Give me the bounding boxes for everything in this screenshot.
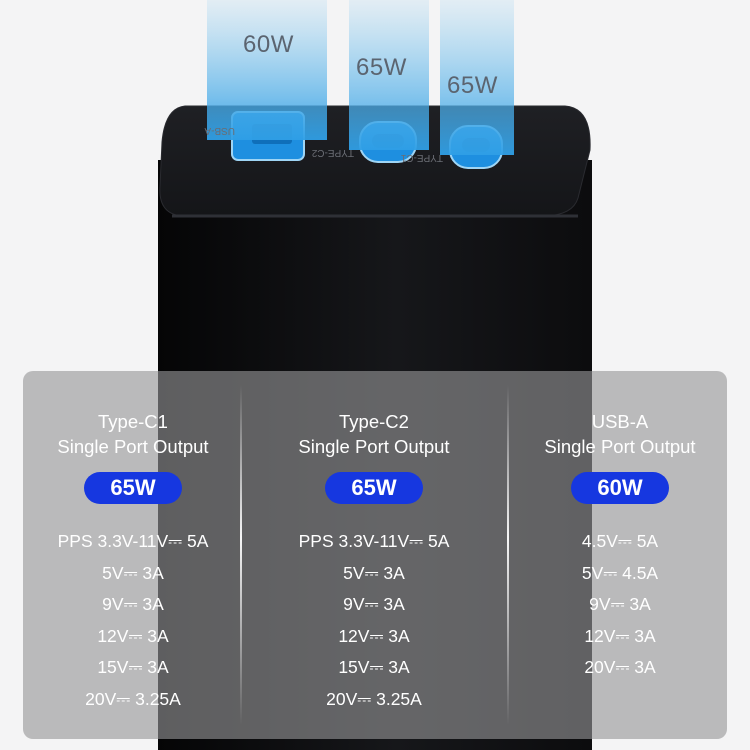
power-badge: 60W [571, 472, 669, 504]
beam-usb-a [207, 0, 327, 140]
beam-type-c2 [349, 0, 429, 150]
spec-line: 5V⎓ 3A [343, 562, 405, 583]
column-divider [507, 385, 509, 725]
spec-line: 15V⎓ 3A [338, 657, 410, 677]
spec-line: 5V⎓ 3A [102, 562, 164, 583]
spec-line: 9V⎓ 3A [589, 594, 651, 614]
port-label-usb-a: USB-A [204, 125, 235, 136]
spec-column-type-c1: Type-C1 Single Port Output 65W PPS 3.3V-… [23, 371, 243, 739]
beam-label-type-c2: 65W [356, 54, 407, 81]
port-label-type-c1: TYPE-C1 [400, 152, 443, 163]
column-divider [240, 385, 242, 725]
column-title: USB-A Single Port Output [544, 411, 696, 457]
spec-line: 20V⎓ 3.25A [326, 688, 422, 709]
spec-line: PPS 3.3V-11V⎓ 5A [298, 531, 450, 551]
spec-line: 20V⎓ 3A [584, 657, 656, 677]
beam-label-usb-a: 60W [243, 31, 294, 58]
spec-line: 12V⎓ 3A [97, 625, 169, 646]
power-badge: 65W [325, 472, 423, 504]
spec-column-type-c2: Type-C2 Single Port Output 65W PPS 3.3V-… [255, 371, 493, 739]
spec-line: 12V⎓ 3A [584, 625, 656, 646]
spec-list: PPS 3.3V-11V⎓ 5A 5V⎓ 3A 9V⎓ 3A 12V⎓ 3A 1… [255, 526, 493, 715]
spec-line: 4.5V⎓ 5A [581, 531, 659, 551]
spec-line: PPS 3.3V-11V⎓ 5A [57, 531, 209, 551]
beam-type-c1 [440, 0, 514, 155]
spec-line: 20V⎓ 3.25A [85, 688, 181, 709]
column-title: Type-C2 Single Port Output [298, 411, 450, 457]
spec-list: PPS 3.3V-11V⎓ 5A 5V⎓ 3A 9V⎓ 3A 12V⎓ 3A 1… [23, 526, 243, 715]
spec-line: 9V⎓ 3A [343, 594, 405, 614]
spec-line: 5V⎓ 4.5A [581, 562, 659, 583]
spec-line: 9V⎓ 3A [102, 594, 164, 614]
spec-column-usb-a: USB-A Single Port Output 60W 4.5V⎓ 5A 5V… [513, 371, 727, 739]
output-spec-panel: Type-C1 Single Port Output 65W PPS 3.3V-… [23, 371, 727, 739]
beam-label-type-c1: 65W [447, 72, 498, 99]
power-badge: 65W [84, 472, 182, 504]
spec-list: 4.5V⎓ 5A 5V⎓ 4.5A 9V⎓ 3A 12V⎓ 3A 20V⎓ 3A [513, 526, 727, 684]
spec-line: 12V⎓ 3A [338, 625, 410, 646]
column-title: Type-C1 Single Port Output [57, 411, 209, 457]
port-label-type-c2: TYPE-C2 [311, 147, 354, 158]
spec-line: 15V⎓ 3A [97, 657, 169, 677]
